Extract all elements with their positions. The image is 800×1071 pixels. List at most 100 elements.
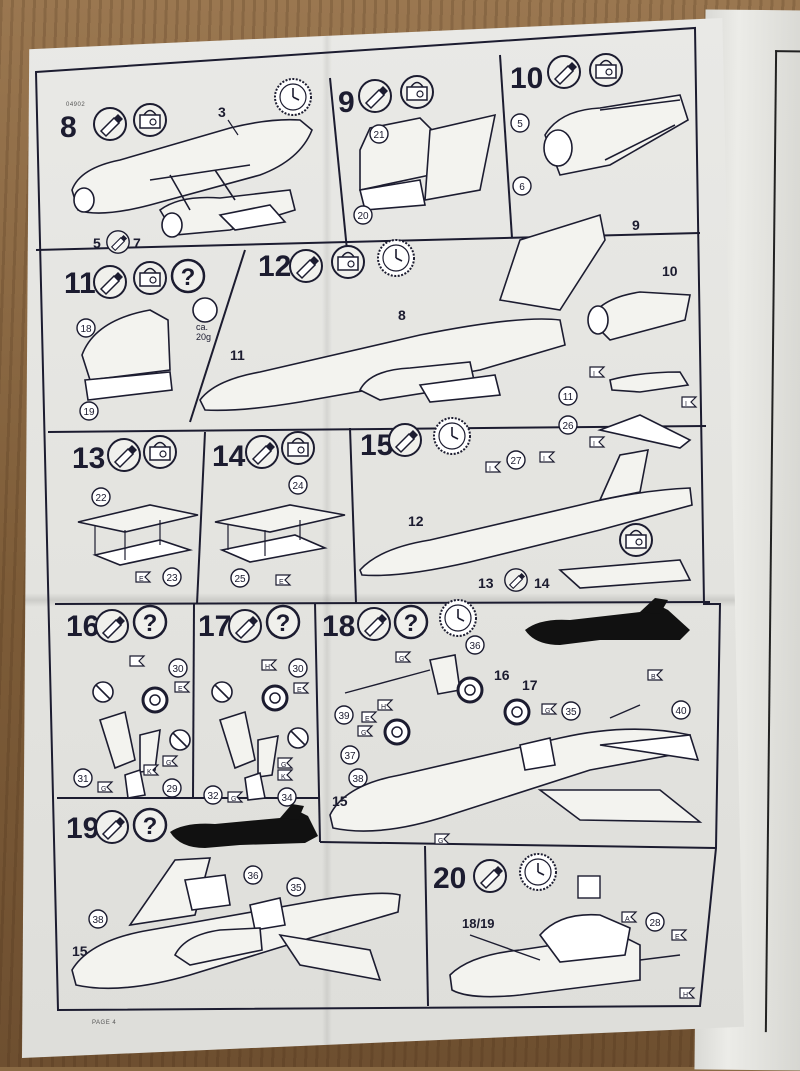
step-number: 9: [338, 86, 355, 119]
drying-time-clock-icon: [519, 853, 557, 891]
step-number: 17: [198, 610, 231, 643]
part-callout: 10: [662, 263, 678, 279]
step-number: 19: [66, 812, 99, 845]
part-callout: 34: [281, 793, 293, 804]
part-callout: 36: [469, 641, 481, 652]
page-label: PAGE 4: [92, 1020, 117, 1026]
step-20-panel: 20 A E H 18/19 28: [433, 853, 695, 999]
glue-tube-icon: [358, 79, 392, 113]
part-callout: 15: [332, 793, 348, 809]
drying-time-clock-icon: [274, 78, 312, 116]
part-callout: 39: [338, 711, 350, 722]
paint-code: I: [685, 401, 687, 408]
glue-tube-icon: [95, 609, 129, 643]
decal-water-icon: [619, 523, 653, 557]
paint-code: E: [675, 934, 680, 941]
glue-tube-icon: [388, 423, 422, 457]
aircraft-silhouette: [170, 804, 318, 848]
nose-weight-icon: [192, 297, 218, 323]
do-not-use-icon: [169, 729, 191, 751]
part-callout: 3: [218, 104, 226, 120]
step-number: 20: [433, 862, 466, 895]
step-number: 14: [212, 440, 246, 473]
part-callout: 31: [77, 774, 89, 785]
drying-time-clock-icon: [439, 599, 477, 637]
paint-code: I: [593, 371, 595, 378]
part-callout: 17: [522, 677, 538, 693]
weight-note: ca.20g: [196, 322, 211, 342]
decal-water-icon: [589, 53, 623, 87]
paint-code-flag: [129, 655, 145, 667]
step-number: 8: [60, 111, 77, 144]
step-18-panel: 18 36 16 17 35 40 39 37: [322, 598, 703, 845]
decal-water-icon: [400, 75, 434, 109]
paint-code: G: [281, 762, 286, 769]
decal-water-icon: [143, 435, 177, 469]
part-callout: 23: [166, 573, 178, 584]
part-callout: 18/19: [462, 916, 495, 931]
part-callout: 38: [352, 774, 364, 785]
part-callout: 14: [534, 575, 550, 591]
part-callout: 22: [95, 493, 107, 504]
paint-code: B: [651, 674, 656, 681]
part-callout: 29: [166, 784, 178, 795]
part-callout: 16: [494, 667, 510, 683]
paint-code: E: [365, 716, 370, 723]
step-number: 12: [258, 250, 291, 283]
paint-code: I: [593, 441, 595, 448]
part-callout: 11: [563, 392, 574, 403]
step-19-panel: 19 36 35 38 15: [66, 804, 401, 990]
step-number: 10: [510, 62, 543, 95]
paint-code: G: [361, 730, 366, 737]
part-callout: 37: [344, 751, 356, 762]
question-mark-icon: [132, 807, 168, 843]
decal-water-icon: [331, 245, 365, 279]
part-callout: 30: [292, 664, 304, 675]
glue-tube-icon: [473, 859, 507, 893]
paint-code: G: [231, 796, 236, 803]
part-callout: 20: [357, 211, 369, 222]
paint-code: K: [281, 774, 286, 781]
glue-tube-icon: [93, 265, 127, 299]
step-number: 13: [72, 442, 105, 475]
drying-time-clock-icon: [377, 239, 415, 277]
aircraft-silhouette: [525, 598, 690, 645]
do-not-use-icon: [211, 681, 233, 703]
glue-tube-icon: [93, 107, 127, 141]
part-callout: 21: [373, 130, 385, 141]
glue-tube-icon: [245, 435, 279, 469]
step-number: 16: [66, 610, 99, 643]
paint-code: K: [147, 769, 152, 776]
glue-tube-icon: [228, 609, 262, 643]
part-callout: 28: [649, 918, 661, 929]
step-15-panel: 15 I I I I I 11 26 27 12 13 14: [359, 366, 697, 592]
part-callout: 11: [230, 347, 245, 363]
panel-grid: [34, 26, 722, 1012]
step-16-panel: 16 H E G K G 30 31 29: [66, 604, 191, 799]
paint-code: H: [683, 992, 688, 999]
fold-crease-vertical: [322, 18, 332, 1058]
glue-tube-icon: [504, 568, 528, 592]
part-callout: 15: [72, 943, 88, 959]
question-mark-icon: [132, 604, 168, 640]
paint-code: G: [166, 760, 171, 767]
paint-code: E: [139, 576, 144, 583]
part-callout: 24: [292, 481, 304, 492]
step-10-panel: 10 5 6: [510, 53, 689, 196]
do-not-use-icon: [287, 727, 309, 749]
part-callout: 8: [398, 307, 406, 323]
step-9-panel: 9 21 20: [338, 75, 497, 225]
step-11-panel: 11 ca.20g 18 19: [64, 258, 218, 421]
question-mark-icon: [265, 604, 301, 640]
step-number: 18: [322, 610, 355, 643]
paint-code: H: [381, 704, 386, 711]
part-callout: 35: [290, 883, 302, 894]
part-callout: 25: [234, 574, 246, 585]
glue-tube-icon: [106, 230, 130, 254]
paint-code: H: [265, 664, 270, 671]
product-code: 04902: [66, 102, 86, 108]
step-number: 11: [64, 267, 96, 300]
paint-code: A: [625, 916, 630, 923]
part-callout: 12: [408, 513, 424, 529]
decal-water-icon: [133, 261, 167, 295]
